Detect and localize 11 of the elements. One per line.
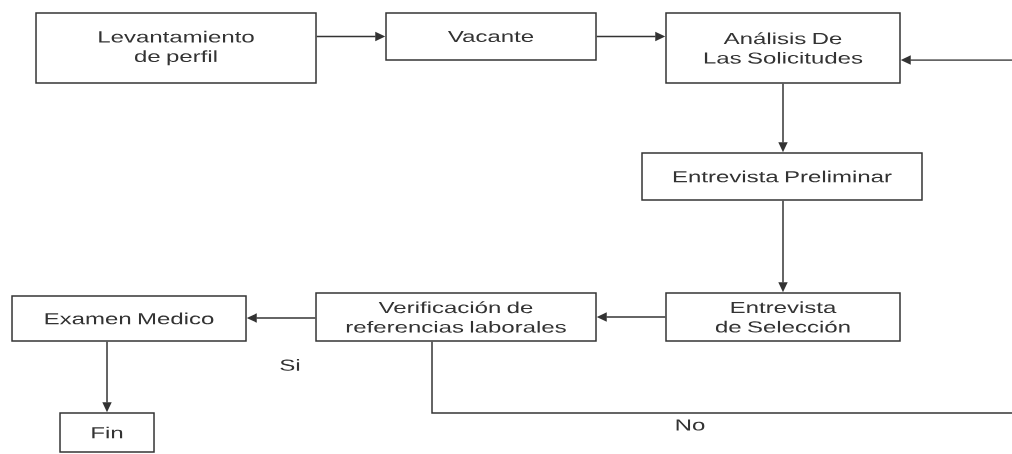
edge-label: Si [280,359,300,371]
end-box: Fin [59,412,155,453]
process-box: Examen Medico [11,295,247,342]
edge-label: No [676,419,705,431]
arrow [431,55,1012,414]
process-box: Análisis De Las Solicitudes [665,12,901,84]
process-box: Verificación de referencias laborales [315,292,597,342]
process-box: Entrevista de Selección [665,292,901,342]
process-box: Vacante [385,12,597,61]
process-box: Entrevista Preliminar [641,152,923,201]
process-box: Levantamiento de perfil [35,12,317,84]
